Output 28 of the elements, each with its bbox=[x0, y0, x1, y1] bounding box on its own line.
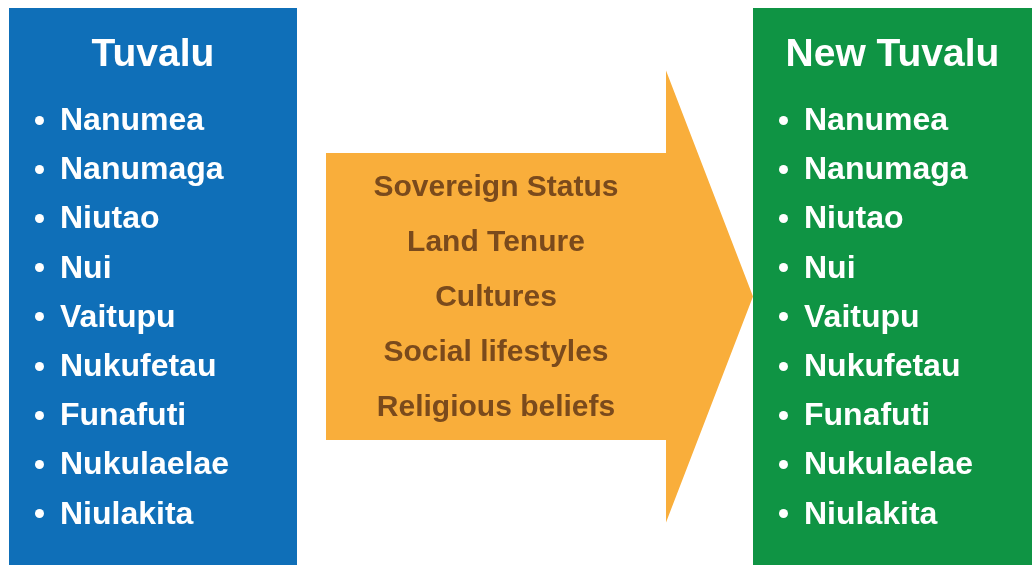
list-panel bbox=[753, 8, 1032, 565]
list-item: Funafuti bbox=[804, 396, 931, 434]
list-item: Vaitupu bbox=[804, 297, 920, 335]
arrow-text: Cultures bbox=[434, 279, 558, 313]
list-item: Nukufetau bbox=[60, 347, 217, 384]
list-item: Nanumaga bbox=[60, 150, 224, 188]
arrow-text: Social lifestyles bbox=[382, 334, 610, 368]
list-item: Niutao bbox=[60, 199, 160, 237]
list-item: Nukulaelae bbox=[60, 445, 229, 483]
list-panel bbox=[9, 8, 297, 565]
list-item: Nanumaga bbox=[804, 150, 968, 188]
block-arrow bbox=[326, 70, 753, 523]
panel-heading: New Tuvalu bbox=[784, 31, 1001, 75]
list-item: Nukulaelae bbox=[804, 445, 973, 483]
list-item: Nui bbox=[804, 248, 856, 286]
list-item: Nukufetau bbox=[804, 347, 961, 384]
list-item: Nanumea bbox=[60, 101, 205, 138]
arrow-text: Sovereign Status bbox=[372, 169, 620, 203]
list-item: Niulakita bbox=[60, 494, 194, 532]
arrow-text: Religious beliefs bbox=[375, 389, 617, 423]
list-item: Funafuti bbox=[60, 396, 187, 434]
panel-heading: Tuvalu bbox=[90, 31, 216, 75]
list-item: Niutao bbox=[804, 199, 904, 237]
list-item: Nanumea bbox=[804, 101, 949, 138]
list-item: Nui bbox=[60, 248, 112, 286]
list-item: Niulakita bbox=[804, 494, 938, 532]
list-item: Vaitupu bbox=[60, 297, 176, 335]
arrow-text: Land Tenure bbox=[406, 224, 586, 258]
